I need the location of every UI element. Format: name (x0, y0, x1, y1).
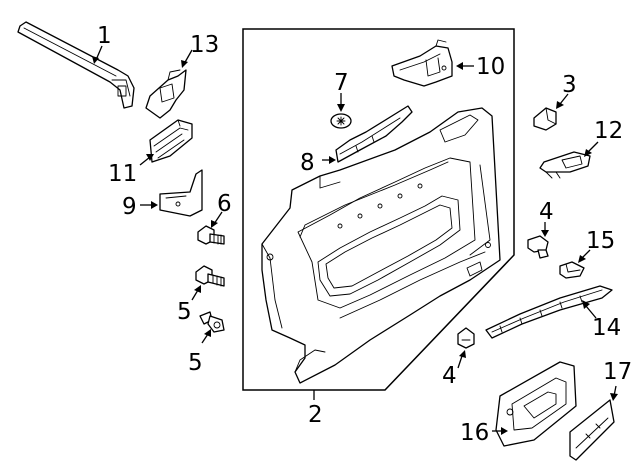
arrowhead-7 (337, 104, 345, 112)
arrowhead-17 (610, 393, 618, 401)
part-11-latch (149, 119, 193, 163)
arrowhead-14 (582, 300, 590, 309)
part-9-plate (159, 169, 203, 217)
arrowhead-11 (146, 154, 154, 161)
part-3-clip (533, 107, 557, 131)
arrowhead-5a (194, 285, 201, 293)
assembly-bracket (242, 28, 515, 391)
arrowhead-15 (578, 255, 586, 263)
part-4a-pin (527, 235, 549, 259)
callout-13: 13 (190, 32, 219, 58)
leader-3 (559, 93, 569, 105)
arrowhead-4a (541, 230, 549, 237)
leader-11 (139, 156, 151, 166)
callout-12: 12 (594, 118, 623, 144)
part-14-trim-strip (485, 285, 613, 339)
part-12-handle (539, 151, 591, 179)
callout-1: 1 (97, 23, 112, 49)
arrowhead-6 (211, 220, 218, 228)
callout-10: 10 (476, 54, 505, 80)
callout-7: 7 (334, 70, 349, 96)
part-15-clip (559, 261, 585, 279)
callout-5-upper: 5 (177, 299, 192, 325)
arrowhead-16 (501, 427, 508, 435)
arrowhead-12 (584, 149, 592, 157)
part-6-bolt (197, 225, 225, 245)
part-4b-pin (457, 327, 475, 349)
part-16-handle-housing (495, 361, 577, 447)
arrowhead-10 (456, 62, 463, 70)
callout-17: 17 (603, 359, 632, 385)
callout-6: 6 (217, 191, 232, 217)
arrowhead-13 (181, 60, 188, 68)
leader-15 (581, 249, 591, 259)
part-8-strip (335, 105, 413, 163)
callout-11: 11 (108, 161, 137, 187)
arrowhead-8 (329, 156, 336, 164)
leader-4b (457, 355, 463, 369)
arrowhead-9 (151, 201, 158, 209)
arrowhead-1 (92, 56, 99, 64)
part-10-bracket (391, 39, 453, 87)
arrowhead-4b (459, 350, 466, 358)
arrowhead-3 (556, 101, 564, 109)
callout-3: 3 (562, 72, 577, 98)
callout-16: 16 (460, 420, 489, 446)
callout-4-lower: 4 (442, 363, 457, 389)
part-5a-bolt (195, 265, 225, 287)
callout-8: 8 (300, 150, 315, 176)
callout-15: 15 (586, 228, 615, 254)
part-5b-bolt (199, 311, 225, 333)
leader-12 (587, 141, 599, 153)
part-1-rail (17, 21, 135, 109)
leader-5b (201, 333, 209, 344)
leader-14 (585, 305, 597, 319)
callout-5-lower: 5 (188, 350, 203, 376)
arrowhead-5b (204, 329, 211, 337)
callout-9: 9 (122, 194, 137, 220)
part-7-plug (330, 113, 352, 129)
callout-14: 14 (592, 315, 621, 341)
leader-5a (191, 289, 199, 301)
callout-2: 2 (308, 402, 323, 428)
part-13-bracket (145, 69, 187, 119)
callout-4-upper: 4 (539, 199, 554, 225)
part-17-cover (569, 399, 615, 461)
part-2-liftgate-trim-panel (261, 107, 501, 384)
